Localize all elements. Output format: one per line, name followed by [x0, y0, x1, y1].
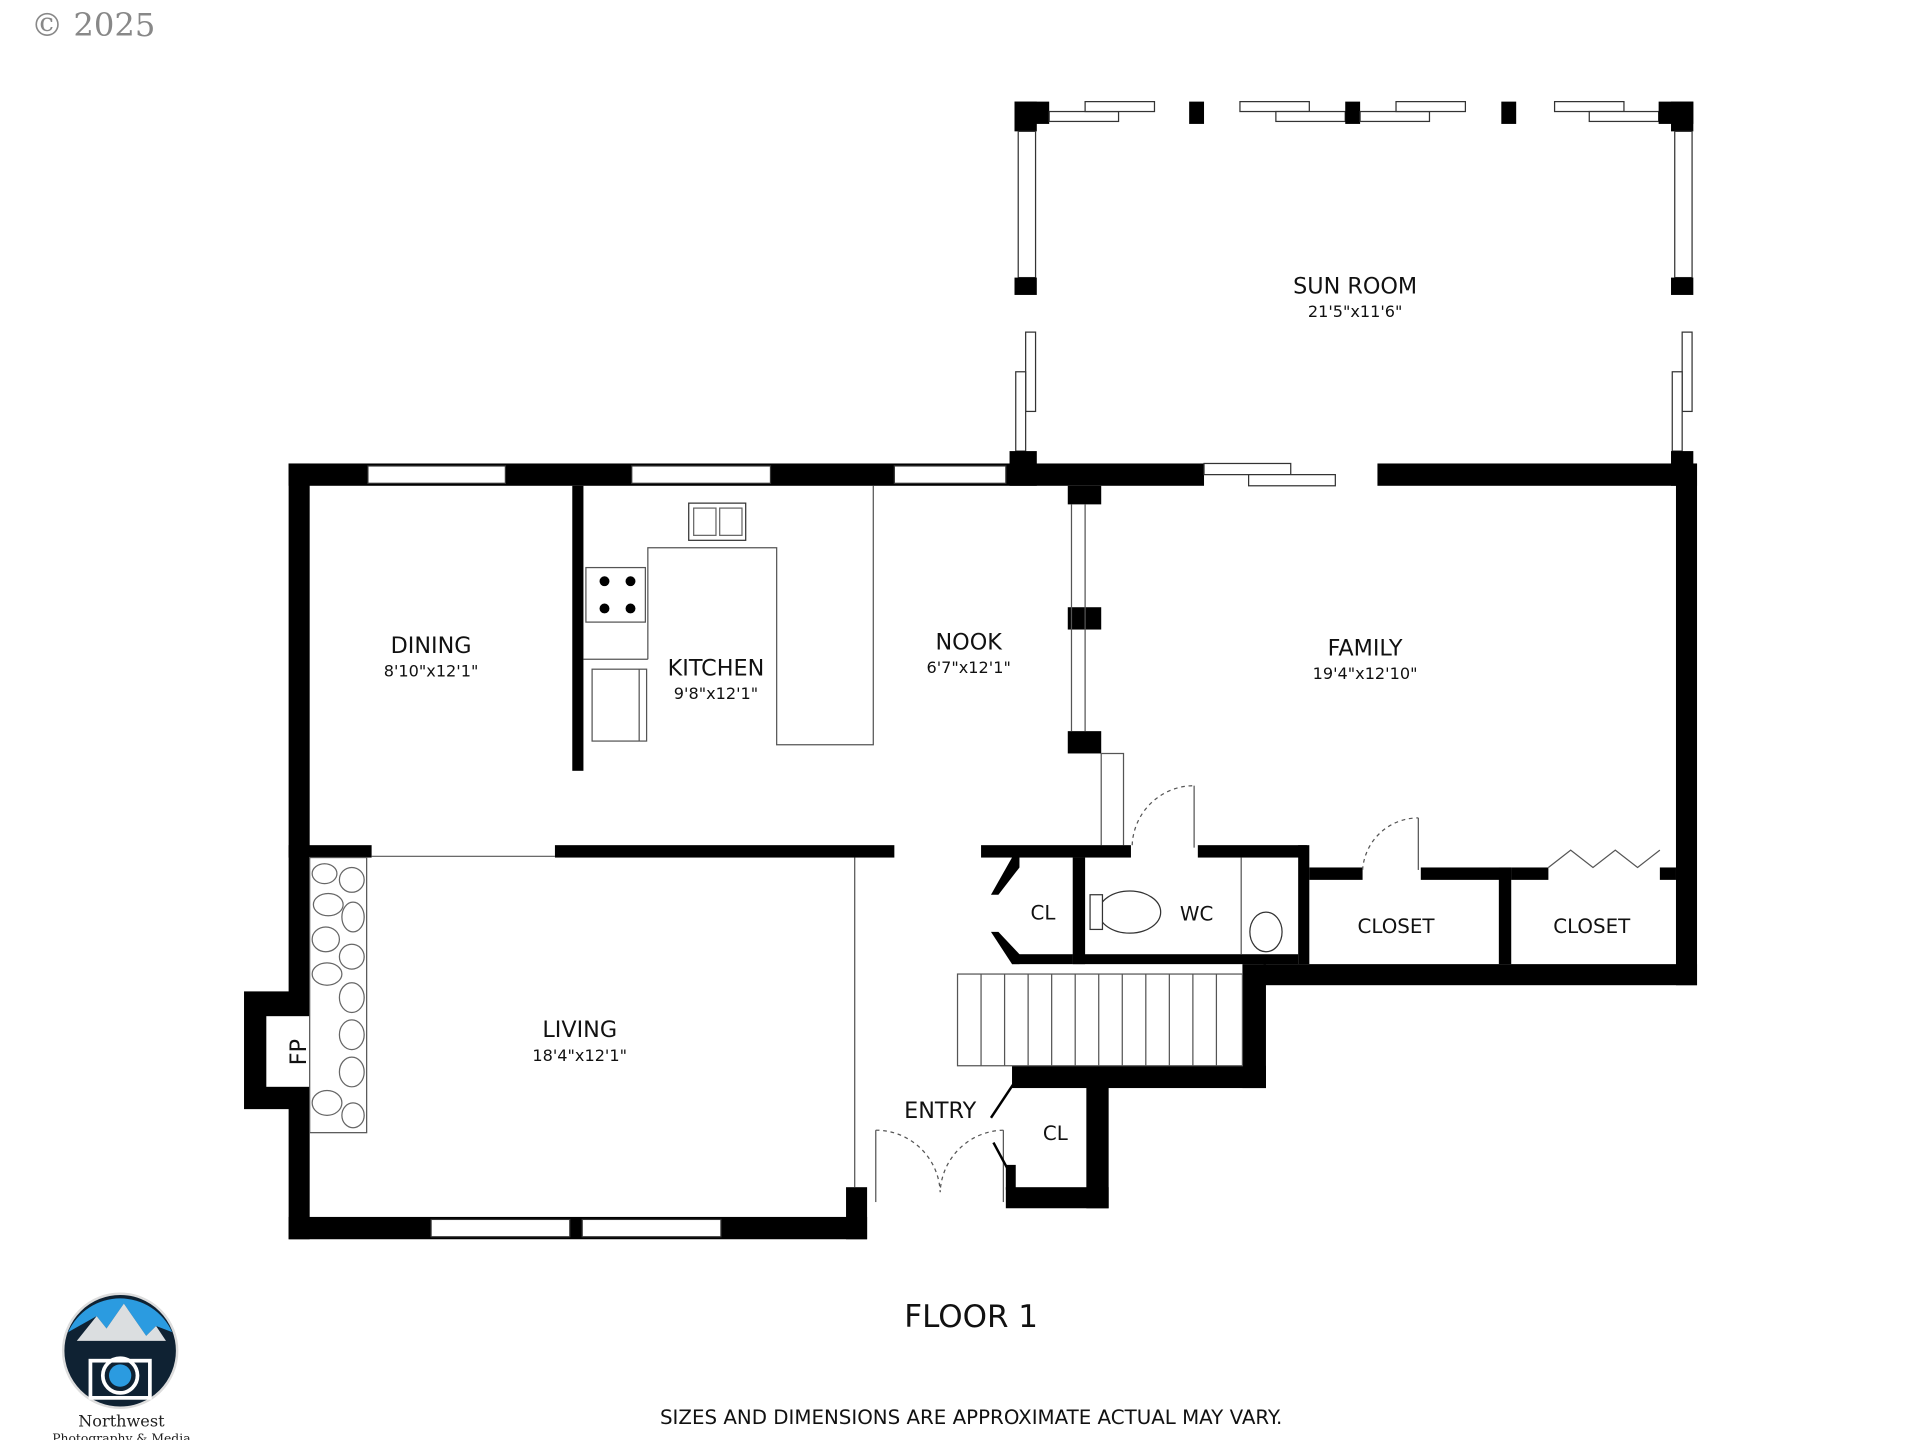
room-label-closet-2: CLOSET — [1553, 915, 1631, 938]
kitchen-fixtures — [583, 485, 874, 746]
room-label-living: LIVING — [542, 1017, 617, 1043]
room-label-cl2: CL — [1043, 1122, 1068, 1145]
room-size-dining: 8'10"x12'1" — [384, 662, 479, 681]
room-size-living: 18'4"x12'1" — [532, 1046, 627, 1065]
brand-name: Northwest — [78, 1411, 165, 1430]
brand-tagline: Photography & Media — [52, 1431, 191, 1440]
room-size-sun-room: 21'5"x11'6" — [1308, 302, 1403, 321]
copyright: © 2025 — [31, 6, 155, 44]
floor-title: FLOOR 1 — [904, 1299, 1038, 1335]
room-label-wc: WC — [1180, 903, 1213, 926]
fireplace-label: FP — [286, 1039, 312, 1065]
room-label-entry: ENTRY — [904, 1098, 976, 1124]
room-size-family: 19'4"x12'10" — [1313, 664, 1418, 683]
bath-fixtures — [1089, 890, 1283, 953]
room-size-nook: 6'7"x12'1" — [926, 658, 1010, 677]
stone-hearth — [309, 856, 368, 1134]
stairs — [956, 973, 1244, 1067]
disclaimer: SIZES AND DIMENSIONS ARE APPROXIMATE ACT… — [660, 1406, 1282, 1429]
room-label-kitchen: KITCHEN — [668, 655, 765, 681]
room-label-cl1: CL — [1031, 902, 1056, 925]
room-label-sun-room: SUN ROOM — [1293, 274, 1417, 300]
room-size-kitchen: 9'8"x12'1" — [674, 684, 758, 703]
room-label-dining: DINING — [391, 633, 472, 659]
sun-room-walls — [1014, 100, 1694, 452]
main-walls — [244, 451, 1698, 1240]
room-label-closet-1: CLOSET — [1358, 915, 1436, 938]
room-label-family: FAMILY — [1328, 636, 1403, 662]
brand-logo — [61, 1292, 179, 1410]
room-label-nook: NOOK — [935, 629, 1003, 655]
doors — [875, 785, 1661, 1203]
